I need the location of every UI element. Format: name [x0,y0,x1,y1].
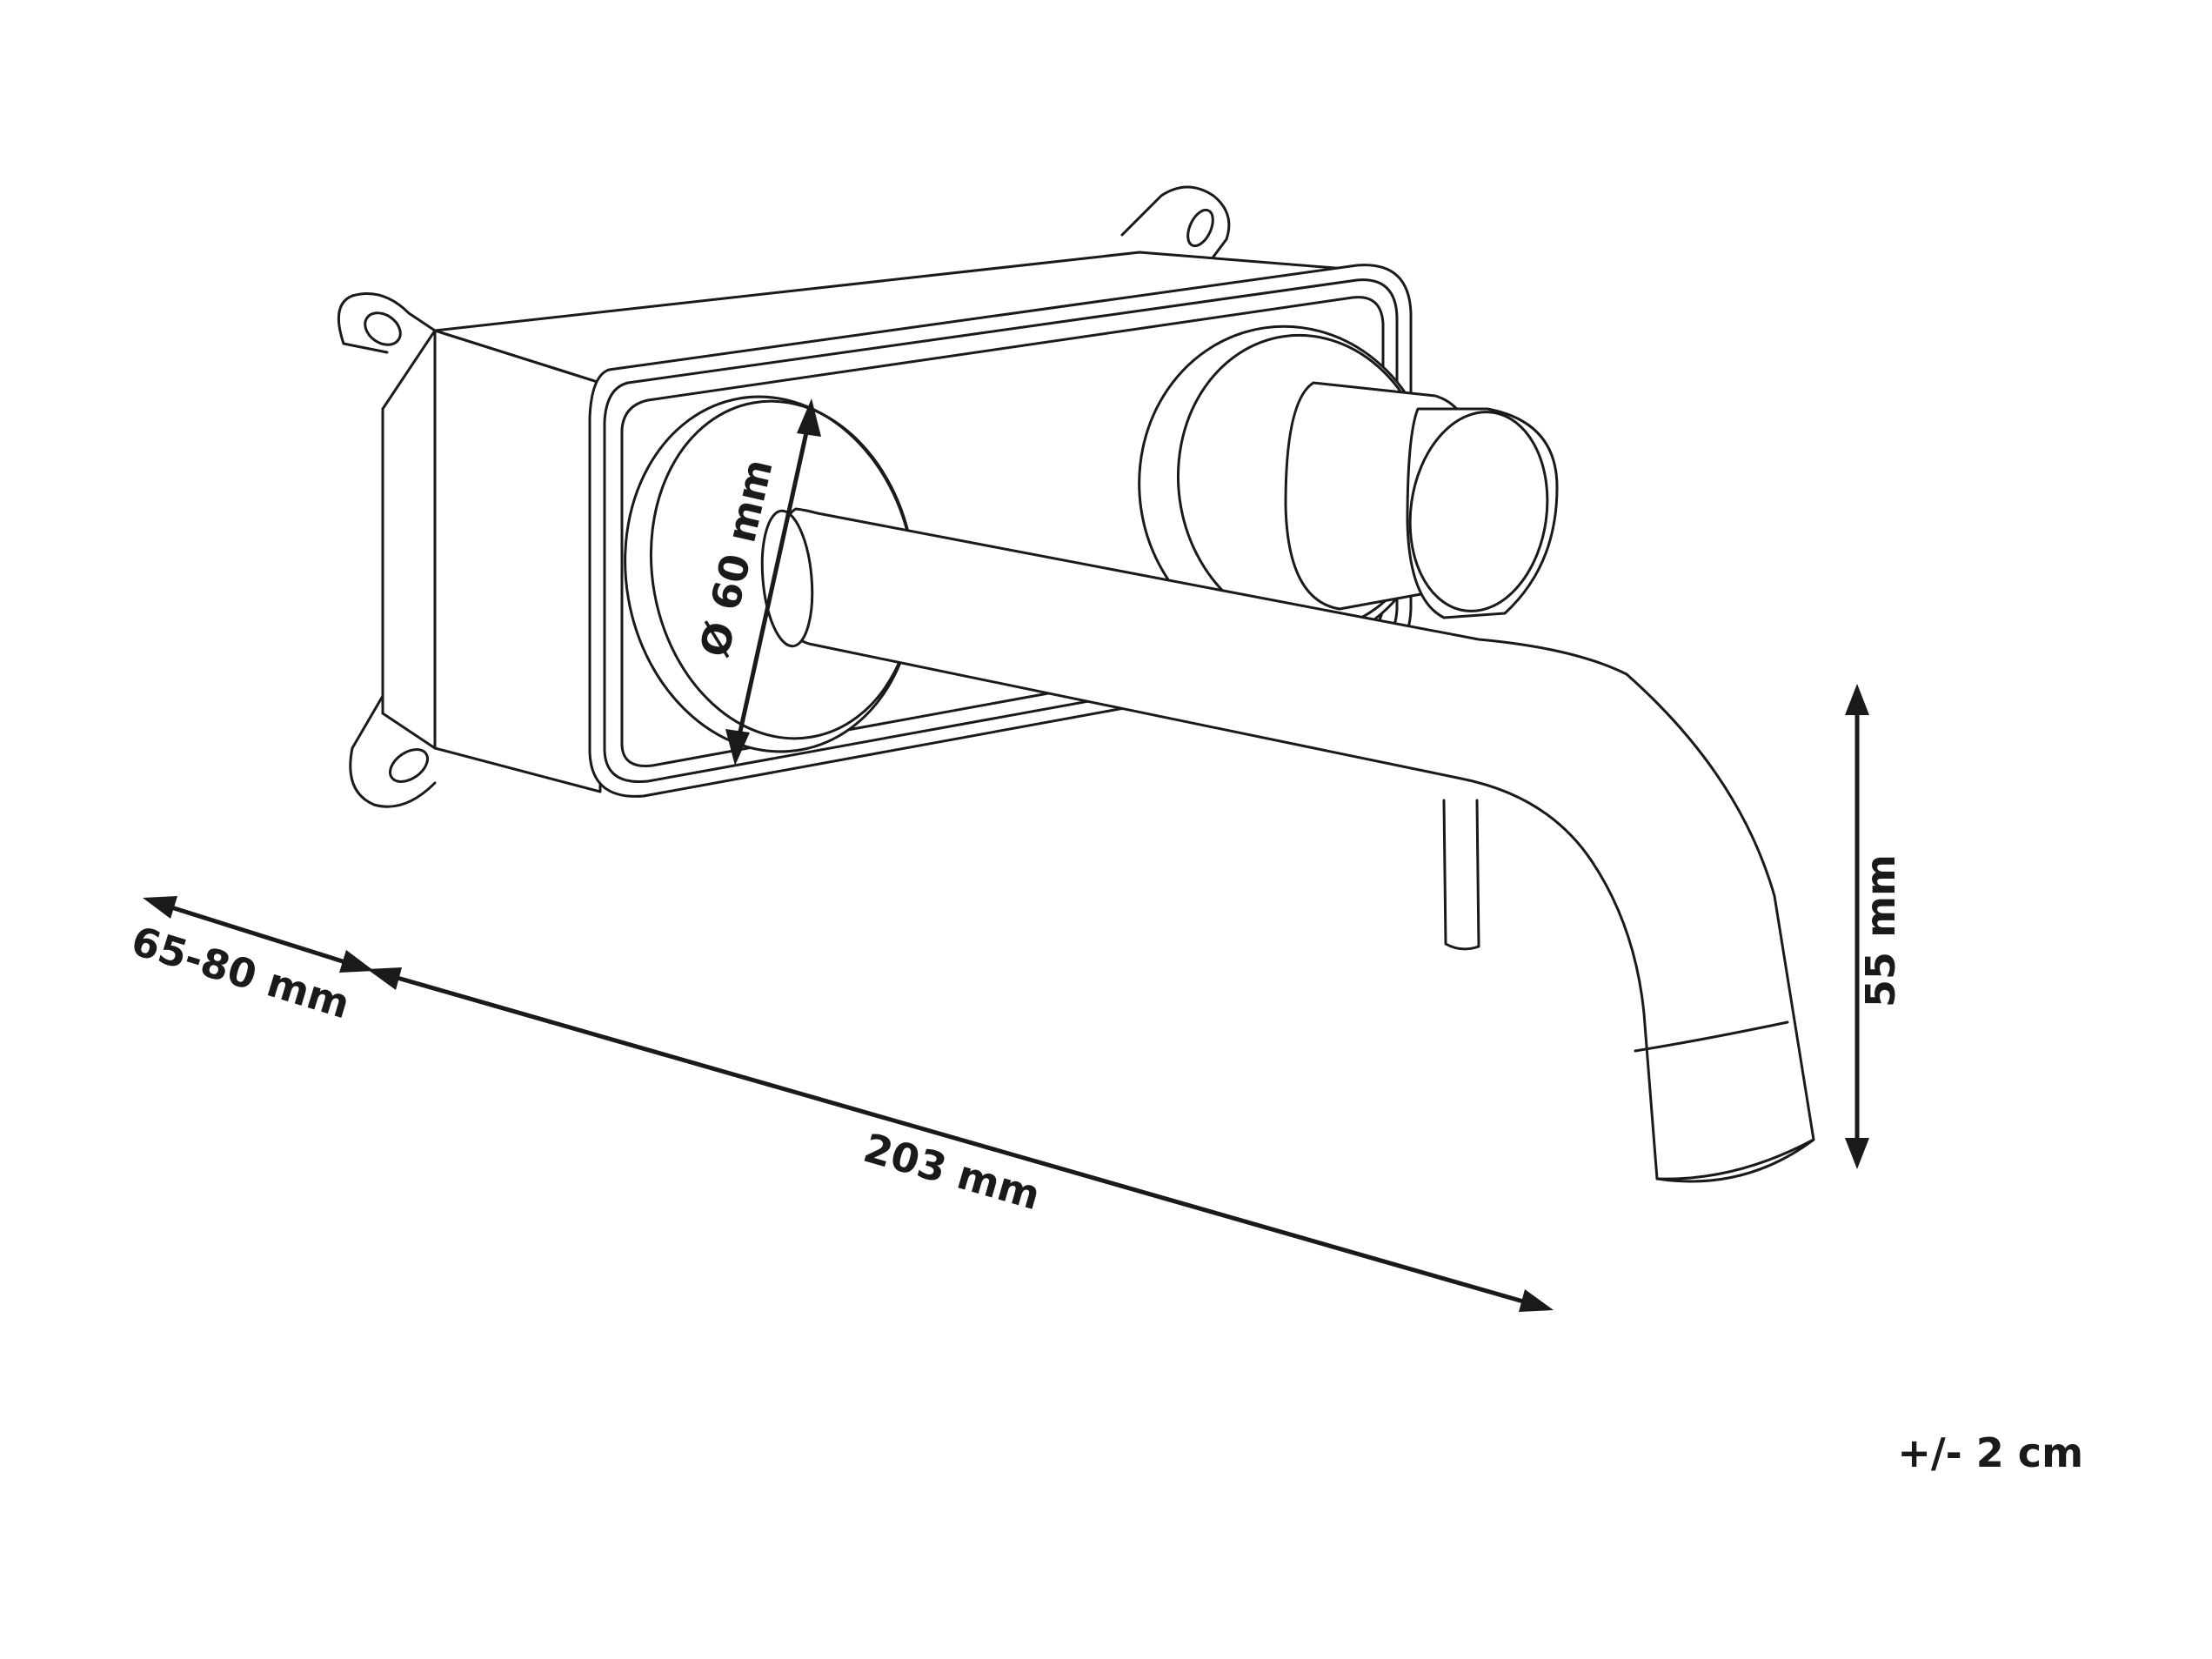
arrowhead [1519,1289,1554,1312]
mounting-tab-top-right [1120,185,1231,258]
depth-label: 65-80 mm [126,917,355,1027]
depth-dimension: 65-80 mm [126,896,374,1027]
arrowhead [143,896,177,919]
arrowhead [367,967,402,990]
lever-handle [1138,324,1559,951]
tolerance-note: +/- 2 cm [1897,1429,2083,1476]
height-label: 55 mm [1857,854,1904,1007]
arrowhead [725,729,750,766]
height-dimension: 55 mm [1845,684,1904,1169]
arrowhead [339,950,374,973]
arrowhead [797,398,821,437]
spout-length-dimension: 203 mm [367,967,1554,1312]
mounting-tab-top-left [337,292,437,354]
mounting-tab-bottom-left [349,694,437,808]
arrowhead [1845,1138,1869,1169]
spout [760,507,1815,1183]
arrowhead [1845,684,1869,715]
